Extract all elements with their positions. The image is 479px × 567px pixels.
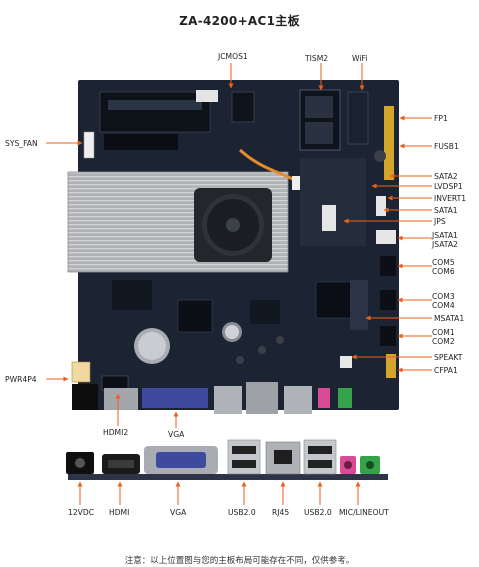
port-label-hdmi: HDMI (109, 508, 130, 517)
label-pwr4p4: PWR4P4 (5, 375, 37, 384)
label-sata1: SATA1 (434, 206, 458, 215)
port-label-usb2-b: USB2.0 (304, 508, 332, 517)
label-fp1: FP1 (434, 114, 448, 123)
io-side-view (66, 439, 388, 480)
label-fusb1: FUSB1 (434, 142, 459, 151)
label-jsata2: JSATA2 (432, 240, 458, 249)
label-speakt: SPEAKT (434, 353, 463, 362)
label-com1: COM1 (432, 328, 455, 337)
label-sata2: SATA2 (434, 172, 458, 181)
label-lvdsp1: LVDSP1 (434, 182, 463, 191)
page-title: ZA-4200+AC1主板 (179, 14, 300, 28)
label-hdmi2: HDMI2 (103, 428, 129, 437)
port-label-mic-lineout: MIC/LINEOUT (339, 508, 389, 517)
label-jsata1: JSATA1 (432, 231, 458, 240)
label-wifi: WiFi (352, 54, 368, 63)
label-com2: COM2 (432, 337, 455, 346)
label-vga-top: VGA (168, 430, 185, 439)
label-msata1: MSATA1 (434, 314, 465, 323)
label-invert1: INVERT1 (434, 194, 467, 203)
label-com6: COM6 (432, 267, 455, 276)
label-tism2: TISM2 (305, 54, 329, 63)
motherboard (67, 80, 399, 414)
label-cfpa1: CFPA1 (434, 366, 458, 375)
label-com4: COM4 (432, 301, 455, 310)
label-jps: JPS (434, 217, 446, 226)
label-sys-fan: SYS_FAN (5, 139, 38, 148)
port-label-usb2-a: USB2.0 (228, 508, 256, 517)
label-jcmos1: JCMOS1 (218, 52, 248, 61)
port-label-12vdc: 12VDC (68, 508, 95, 517)
label-com3: COM3 (432, 292, 455, 301)
port-label-vga: VGA (170, 508, 187, 517)
port-label-rj45: RJ45 (272, 508, 290, 517)
footnote: 注意：以上位置图与您的主板布局可能存在不同，仅供参考。 (124, 556, 355, 566)
leader-lines (46, 63, 432, 505)
label-com5: COM5 (432, 258, 455, 267)
